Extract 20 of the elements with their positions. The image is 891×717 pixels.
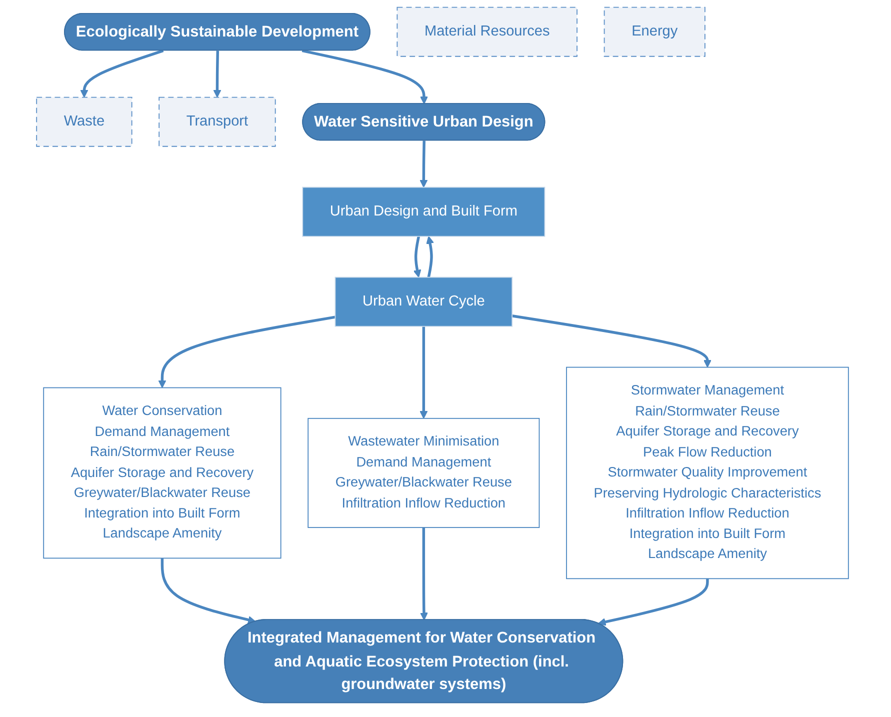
- node-box: Waste: [36, 96, 132, 147]
- arrow: [302, 49, 428, 104]
- node-box: Stormwater Management Rain/Stormwater Reuse Aquifer Storage and Recovery Peak Flow Reduction Stormwater Quality Improvement Preserving Hydrologic Characteristics Infiltration Inflow Reduction Integration into Built Form Landscape Amenity: [566, 366, 849, 580]
- arrow: [158, 316, 336, 388]
- node-box: Material Resources: [396, 6, 578, 57]
- arrow: [420, 140, 428, 188]
- arrow: [160, 558, 256, 624]
- arrow: [80, 49, 164, 98]
- node-box: Wastewater Minimisation Demand Management Greywater/Blackwater Reuse Infiltration Inflow Reduction: [308, 418, 540, 528]
- arrow: [213, 50, 222, 98]
- arrow: [426, 236, 434, 278]
- node-box: Urban Water Cycle: [334, 276, 513, 327]
- node-box: Urban Design and Built Form: [302, 186, 546, 237]
- arrow: [512, 314, 712, 368]
- arrow: [413, 236, 422, 278]
- node-box: Energy: [604, 6, 706, 57]
- arrow: [420, 528, 428, 620]
- node-box: Water Conservation Demand Management Rain/Stormwater Reuse Aquifer Storage and Recovery Greywater/Blackwater Reuse Integration into Built Form Landscape Amenity: [43, 387, 282, 559]
- arrow: [420, 326, 428, 419]
- node-box: Transport: [158, 96, 276, 147]
